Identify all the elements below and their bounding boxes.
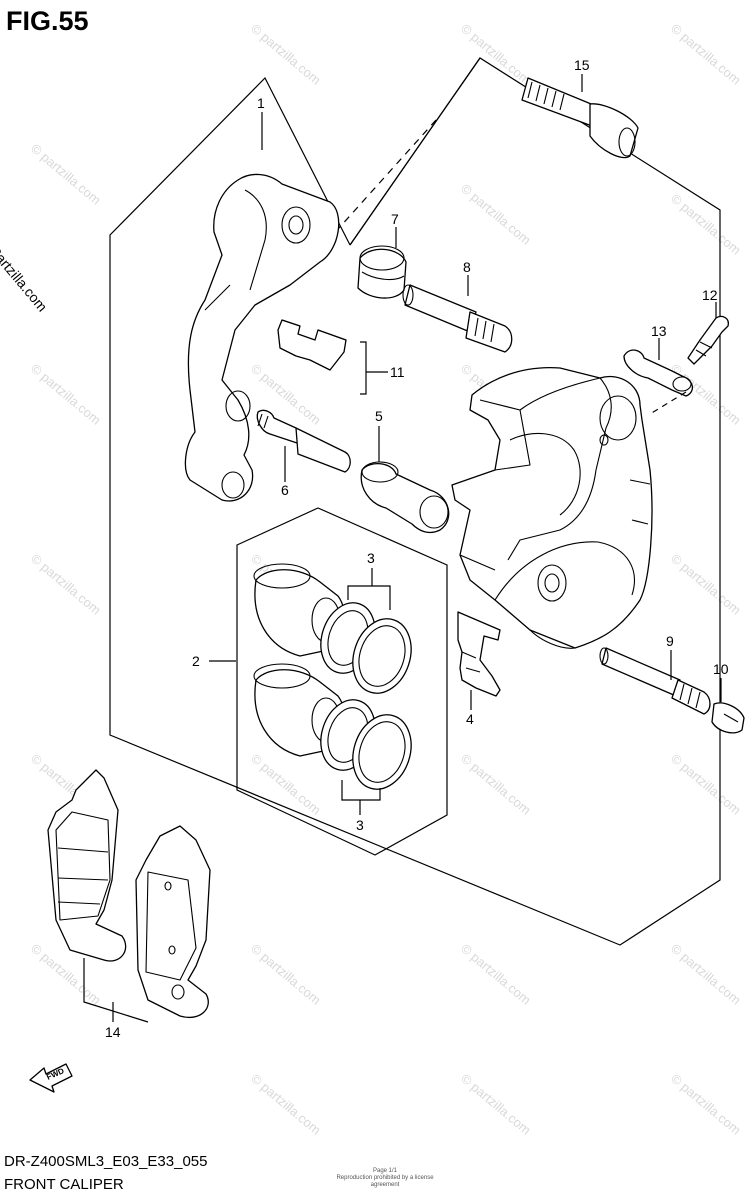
watermark-text: © partzilla.com (458, 21, 534, 88)
caliper-bracket (184, 173, 340, 502)
watermark-text: © partzilla.com (668, 751, 744, 818)
callout-6: 6 (281, 482, 289, 498)
callout-11: 11 (390, 364, 405, 380)
watermark-text: © partzilla.com (248, 941, 324, 1008)
model-code: DR-Z400SML3_E03_E33_055 (4, 1153, 208, 1170)
seals-upper (320, 602, 412, 694)
callout-numbers: 1 15 7 8 12 13 11 5 6 2 3 3 4 9 10 14 (105, 57, 729, 1040)
bleeder-valve-12 (687, 315, 729, 365)
leader-lines (83, 74, 722, 1023)
piston-kit-frame (236, 507, 448, 856)
callout-3-lower: 3 (356, 817, 364, 833)
callout-8: 8 (463, 259, 471, 275)
callout-3-upper: 3 (367, 550, 375, 566)
caliper-body (451, 366, 653, 649)
boot-5 (360, 461, 450, 534)
bolt-15 (521, 77, 639, 159)
leader-15-box (349, 57, 481, 246)
callout-2: 2 (192, 653, 200, 669)
watermark-text: © partzilla.com (668, 551, 744, 618)
watermark-text: © partzilla.com (28, 361, 104, 428)
watermark-text: © partzilla.com (248, 21, 324, 88)
callout-4: 4 (466, 711, 474, 727)
callout-10: 10 (713, 661, 729, 677)
pad-spring-11 (277, 319, 347, 371)
boot-7 (357, 245, 407, 299)
watermark-text: © partzilla.com (668, 21, 744, 88)
watermark-text: © partzilla.com (28, 141, 104, 208)
watermark-text: © partzilla.com (668, 1071, 744, 1138)
watermark-text: © partzilla.com (668, 941, 744, 1008)
pin-9 (599, 647, 711, 715)
forward-arrow-icon: FWD (29, 1063, 73, 1093)
brake-pad-left (47, 769, 127, 962)
callout-1: 1 (257, 95, 265, 111)
diagram-caption: FRONT CALIPER (4, 1176, 124, 1193)
watermark-text: © partzilla.com (458, 181, 534, 248)
cap-10 (711, 702, 745, 734)
footer-small-note: Page 1/1 Reproduction prohibited by a li… (336, 1168, 434, 1188)
brake-pad-right (135, 825, 211, 1019)
dash-line-15 (329, 119, 437, 239)
callout-7: 7 (391, 211, 399, 227)
pin-6 (256, 409, 351, 473)
watermark-text: © partzilla.com (458, 751, 534, 818)
callout-15: 15 (574, 57, 590, 73)
bleeder-cap-13 (623, 349, 693, 397)
dash-line-13 (649, 391, 687, 415)
watermark-text: © partzilla.com (28, 551, 104, 618)
seals-lower (320, 699, 412, 790)
watermark-text: © partzilla.com (248, 1071, 324, 1138)
watermark-text: © partzilla.com (458, 941, 534, 1008)
pin-8 (402, 284, 513, 353)
callout-5: 5 (375, 408, 383, 424)
figure-title: FIG.55 (6, 6, 89, 36)
callout-14: 14 (105, 1024, 121, 1040)
callout-9: 9 (666, 633, 674, 649)
callout-13: 13 (651, 323, 667, 339)
watermark-text: © partzilla.com (458, 1071, 534, 1138)
callout-12: 12 (702, 287, 718, 303)
watermark-text: © partzilla.com (668, 361, 744, 428)
pad-retainer-4 (457, 611, 501, 697)
